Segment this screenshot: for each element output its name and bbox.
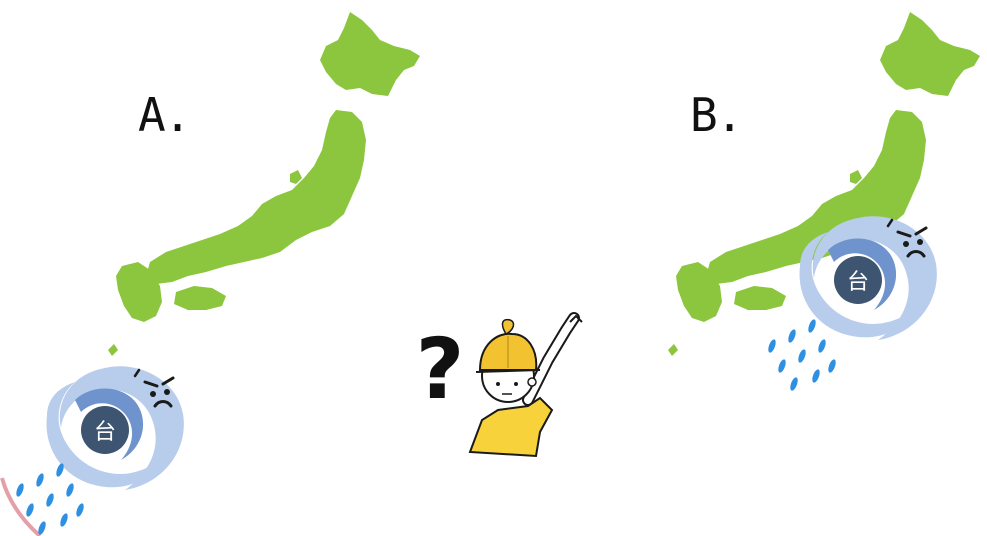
decorative-arc xyxy=(0,477,42,536)
typhoon-symbol-b: 台 xyxy=(847,270,869,295)
typhoon-symbol-a: 台 xyxy=(94,420,116,445)
typhoon-icon-a: 台 xyxy=(45,364,186,492)
rain-drops-b xyxy=(766,318,838,392)
boy-pointing-icon xyxy=(468,312,583,458)
panel-a-label: A. xyxy=(138,88,191,142)
japan-map-a xyxy=(108,12,420,356)
question-mark: ? xyxy=(416,320,465,418)
typhoon-icon-b: 台 xyxy=(798,214,939,342)
panel-b-label: B. xyxy=(690,88,743,142)
